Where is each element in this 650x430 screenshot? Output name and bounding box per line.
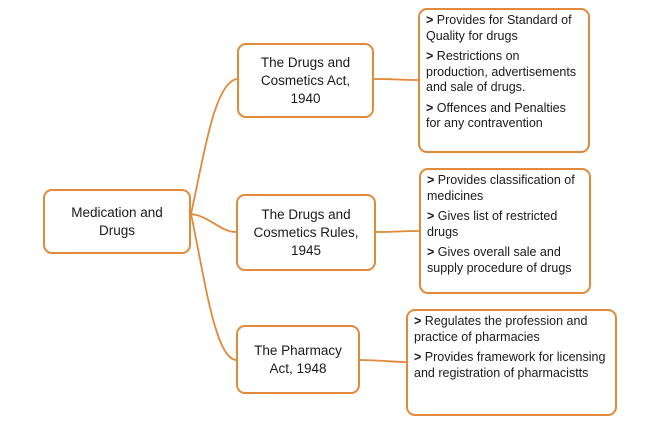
details-box-rules-1945: > Provides classification of medicines >…	[419, 168, 591, 294]
node-drugs-and-cosmetics-act-1940: The Drugs and Cosmetics Act, 1940	[237, 43, 374, 118]
connector-act-1940-to-details	[373, 78, 419, 81]
act-1940-detail-item: > Restrictions on production, advertisem…	[426, 49, 577, 94]
rules-1945-detail-item: > Gives overall sale and supply procedur…	[427, 245, 572, 275]
pharmacy-1948-label-line-1: The Pharmacy	[254, 342, 342, 358]
root-node-label-line-1: Medication and	[71, 204, 163, 220]
connector-root-to-act-1940	[190, 78, 238, 215]
details-box-act-1940: > Provides for Standard of Quality for d…	[418, 8, 590, 153]
pharmacy-1948-detail-item: > Provides framework for licensing and r…	[414, 350, 606, 380]
connector-root-to-pharmacy-1948	[190, 213, 237, 361]
act-1940-label-line-3: 1940	[290, 90, 321, 106]
root-node-label-line-2: Drugs	[98, 222, 135, 238]
details-box-pharmacy-1948: > Regulates the profession and practice …	[406, 309, 617, 416]
connector-rules-1945-to-details	[375, 230, 420, 233]
rules-1945-label-line-2: Cosmetics Rules,	[253, 224, 359, 240]
pharmacy-1948-label-line-2: Act, 1948	[269, 360, 327, 376]
node-pharmacy-act-1948: The Pharmacy Act, 1948	[236, 325, 360, 394]
root-node-medication-and-drugs: Medication and Drugs	[43, 189, 191, 254]
rules-1945-detail-item: > Provides classification of medicines	[427, 173, 575, 203]
act-1940-label-line-2: Cosmetics Act,	[260, 72, 351, 88]
rules-1945-label-line-3: 1945	[290, 242, 322, 258]
act-1940-detail-item: > Provides for Standard of Quality for d…	[426, 13, 572, 43]
rules-1945-detail-item: > Gives list of restricted drugs	[427, 209, 558, 239]
act-1940-label-line-1: The Drugs and	[260, 54, 351, 70]
act-1940-detail-item: > Offences and Penalties for any contrav…	[426, 100, 566, 131]
pharmacy-1948-detail-item: > Regulates the profession and practice …	[414, 314, 588, 344]
node-drugs-and-cosmetics-rules-1945: The Drugs and Cosmetics Rules, 1945	[236, 194, 376, 271]
rules-1945-label-line-1: The Drugs and	[261, 206, 351, 222]
connector-pharmacy-1948-to-details	[359, 359, 407, 363]
connector-root-to-rules-1945	[190, 213, 237, 233]
